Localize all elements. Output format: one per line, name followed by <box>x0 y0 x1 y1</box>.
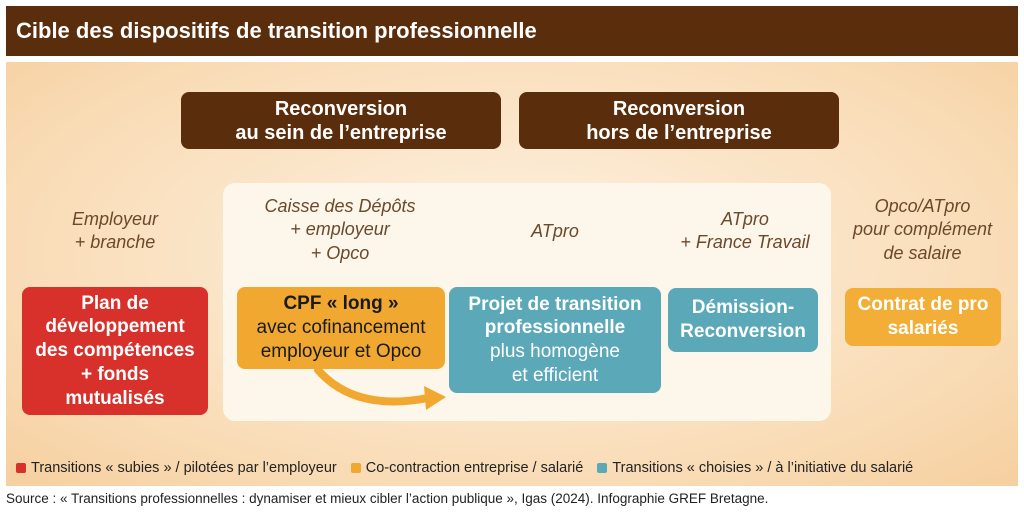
contrat-line2: salariés <box>887 318 959 339</box>
title-text: Cible des dispositifs de transition prof… <box>16 18 537 43</box>
contrat-line1: Contrat de pro <box>857 294 989 316</box>
funder-atpro-line1: ATpro <box>531 221 579 241</box>
legend-label-choisies: Transitions « choisies » / à l’initiativ… <box>612 460 914 476</box>
legend-item-subies: Transitions « subies » / pilotées par l’… <box>16 460 337 476</box>
funder-employer: Employeur + branche <box>30 208 200 255</box>
source-note: Source : « Transitions professionnelles … <box>6 491 769 506</box>
header-internal-line1: Reconversion <box>274 97 408 120</box>
funder-atpro: ATpro <box>495 220 615 243</box>
funder-cdc-line1: Caisse des Dépôts <box>264 196 416 216</box>
box-demission-reconversion: Démission- Reconversion <box>668 288 818 352</box>
ptp-sub-line2: et efficient <box>511 364 599 386</box>
box-projet-transition: Projet de transition professionnelle plu… <box>449 287 661 393</box>
legend-item-choisies: Transitions « choisies » / à l’initiativ… <box>597 460 913 476</box>
box-plan-developpement: Plan de développement des compétences + … <box>22 287 208 415</box>
ptp-title-line2: professionnelle <box>484 317 626 339</box>
funder-cdc-line2: + employeur <box>290 219 390 240</box>
plan-line4: + fonds <box>80 363 150 385</box>
legend-label-subies: Transitions « subies » / pilotées par l’… <box>31 460 337 476</box>
funder-employer-line1: Employeur <box>71 209 159 229</box>
curved-arrow-icon <box>314 366 446 410</box>
plan-line1: Plan de <box>81 292 149 314</box>
demission-line1: Démission- <box>691 297 795 319</box>
header-external-line2: hors de l’entreprise <box>586 121 772 144</box>
plan-line3: des compétences <box>35 340 195 362</box>
funder-cdc-line3: + Opco <box>310 242 370 263</box>
header-external-line1: Reconversion <box>612 97 746 120</box>
header-internal-line2: au sein de l’entreprise <box>235 121 447 144</box>
legend-item-cocontraction: Co-contraction entreprise / salarié <box>350 460 584 476</box>
cpf-sub-line2: employeur et Opco <box>260 340 422 362</box>
ptp-sub-line1: plus homogène <box>490 341 620 362</box>
cpf-sub-line1: avec cofinancement <box>256 317 426 339</box>
funder-opco-line1: Opco/ATpro <box>874 196 971 216</box>
header-internal: Reconversion au sein de l’entreprise <box>181 92 501 149</box>
funder-atpro-france-travail: ATpro + France Travail <box>660 208 830 255</box>
legend-label-cocontraction: Co-contraction entreprise / salarié <box>365 460 584 476</box>
legend-swatch-red <box>16 463 26 473</box>
legend-swatch-orange <box>350 463 361 473</box>
plan-line2: développement <box>45 316 185 338</box>
box-contrat-pro: Contrat de pro salariés <box>845 288 1001 346</box>
funder-atpro-ft-line1: ATpro <box>721 209 769 229</box>
plan-line5: mutualisés <box>65 387 165 409</box>
funder-cdc: Caisse des Dépôts + employeur + Opco <box>240 195 440 265</box>
cpf-title: CPF « long » <box>283 293 399 315</box>
funder-opco-line3: de salaire <box>883 242 962 263</box>
header-external: Reconversion hors de l’entreprise <box>519 92 839 149</box>
legend-swatch-blue <box>597 463 608 473</box>
funder-employer-line2: + branche <box>74 232 156 253</box>
funder-atpro-ft-line2: + France Travail <box>680 232 810 253</box>
demission-line2: Reconversion <box>680 321 806 342</box>
page-title: Cible des dispositifs de transition prof… <box>6 6 1018 56</box>
box-cpf-long: CPF « long » avec cofinancement employeu… <box>237 287 445 369</box>
legend: Transitions « subies » / pilotées par l’… <box>16 458 1016 478</box>
ptp-title-line1: Projet de transition <box>468 293 642 315</box>
funder-opco-line2: pour complément <box>852 219 993 240</box>
funder-opco: Opco/ATpro pour complément de salaire <box>835 195 1010 265</box>
